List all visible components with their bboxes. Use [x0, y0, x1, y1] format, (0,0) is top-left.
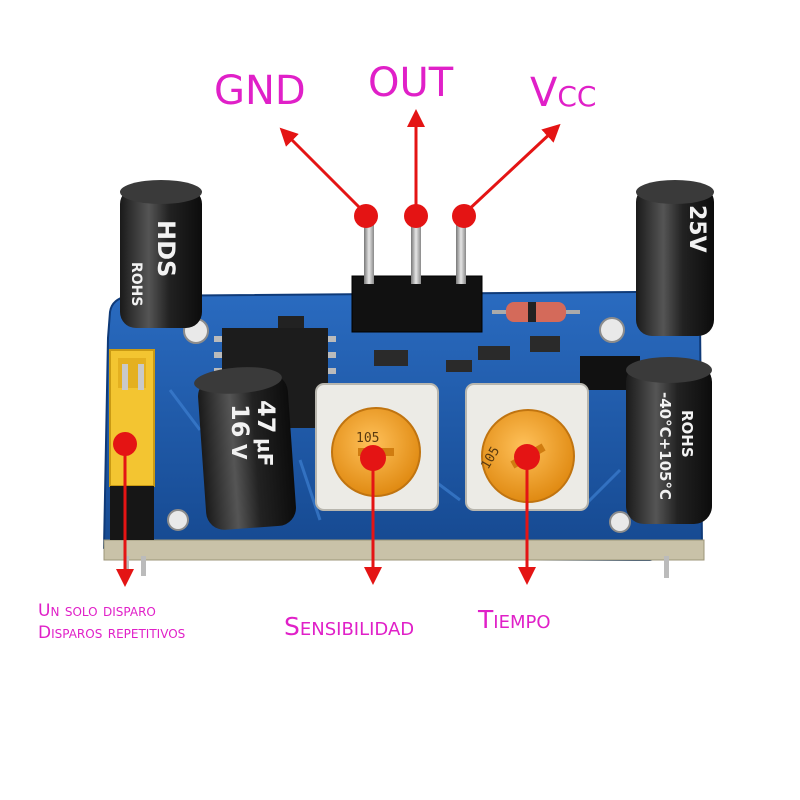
- capacitor-top-left: HDS ROHS: [120, 180, 202, 328]
- annotation-arrows: [116, 109, 561, 587]
- marker-time: [514, 444, 540, 470]
- arrow-vcc: [462, 123, 561, 216]
- marker-out: [404, 204, 428, 228]
- marker-gnd: [354, 204, 378, 228]
- capacitor-bottom-right: ROHS -40°C+105°C: [626, 357, 712, 524]
- pin-vcc: [456, 214, 466, 284]
- markers: [113, 204, 540, 471]
- cap-16-unit: V: [227, 444, 251, 460]
- marker-vcc: [452, 204, 476, 228]
- capacitor-top-right: 25V: [636, 180, 714, 336]
- pin-out: [411, 214, 421, 284]
- capacitor-47uf: 47 μF 16 V: [194, 367, 296, 530]
- label-out: OUT: [368, 60, 454, 106]
- marker-jumper: [113, 432, 137, 456]
- pin-header: [351, 214, 483, 333]
- cap-left-rohs: ROHS: [128, 262, 144, 306]
- label-gnd: GND: [214, 68, 306, 114]
- cap-left-label: HDS: [152, 220, 180, 277]
- label-sensitivity: Sensibilidad: [284, 612, 414, 641]
- cap-16-value: 16: [226, 404, 254, 437]
- mount-hole: [599, 317, 625, 343]
- diode: [492, 302, 580, 322]
- board-edge: [103, 539, 705, 561]
- mount-hole: [609, 511, 631, 533]
- labels: GND OUT Vcc Sensibilidad Tiempo Un solo …: [38, 60, 596, 643]
- label-time: Tiempo: [477, 605, 551, 634]
- jumper: [109, 349, 155, 540]
- cap-right-temp: -40°C+105°C: [656, 392, 674, 500]
- arrow-gnd: [279, 127, 368, 216]
- mount-hole: [167, 509, 189, 531]
- cap-47-unit: μF: [253, 438, 277, 466]
- cap-right-rohs: ROHS: [678, 410, 696, 458]
- marker-sensitivity: [360, 445, 386, 471]
- pot-left-code: 105: [356, 431, 379, 446]
- pin-gnd: [364, 214, 374, 284]
- label-vcc: Vcc: [530, 70, 596, 116]
- cap-topright-label: 25V: [684, 205, 709, 253]
- label-single-trigger: Un solo disparo: [38, 601, 156, 621]
- cap-47-value: 47: [252, 400, 280, 433]
- label-repeat-trigger: Disparos repetitivos: [38, 623, 185, 643]
